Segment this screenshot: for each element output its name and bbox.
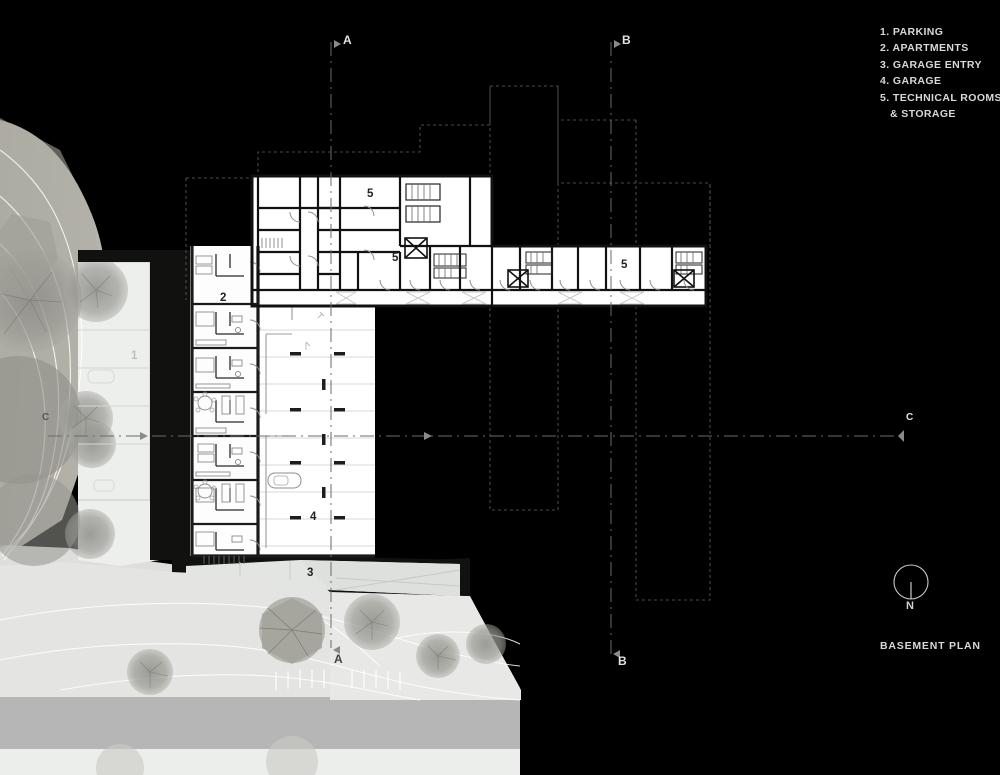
legend-continuation: & STORAGE [890, 108, 956, 121]
room-label-garage: 4 [310, 511, 317, 523]
legend-label-2: APARTMENTS [892, 42, 969, 55]
legend-num-4: 4. [880, 75, 890, 88]
legend-label-3: GARAGE ENTRY [892, 58, 982, 71]
plan-floor-fill [190, 176, 706, 556]
legend-num-5: 5. [880, 91, 890, 104]
legend: 1. PARKING 2. APARTMENTS 3. GARAGE ENTRY… [880, 24, 1000, 122]
technical-block-north [250, 174, 708, 308]
apt-unit-walls [192, 302, 258, 526]
louver-grills [261, 238, 283, 248]
section-letter-b-bottom: B [618, 654, 627, 668]
north-label: N [906, 600, 914, 612]
room-label-technical-3: 5 [621, 259, 628, 271]
terrain-shapes [0, 118, 521, 775]
legend-item-garage-entry: 3. GARAGE ENTRY [880, 57, 1000, 73]
apartment-wing [190, 246, 375, 558]
legend-label-1: PARKING [892, 26, 944, 38]
legend-label-4: GARAGE [892, 75, 942, 88]
legend-num-1: 1. [880, 26, 890, 38]
section-letter-c-left: C [42, 412, 50, 423]
garage-area [258, 306, 375, 556]
garage-entry-ramp [186, 556, 461, 596]
embankment-hatch [275, 670, 401, 690]
section-letter-c-right: C [906, 412, 914, 423]
apt-furniture [193, 255, 245, 547]
stair-runs [405, 183, 703, 279]
parked-car-symbol [267, 472, 302, 489]
north-compass [893, 564, 929, 600]
section-arrowheads [140, 40, 904, 658]
section-letter-a-top: A [343, 33, 352, 47]
room-label-technical-2: 5 [392, 252, 399, 264]
room-label-parking: 1 [131, 350, 138, 362]
overhead-door-symbols [335, 291, 645, 305]
apt-door-swings [249, 261, 261, 551]
room-label-garage-entry: 3 [307, 567, 314, 579]
legend-item-technical-rooms: 5. TECHNICAL ROOMS [880, 90, 1000, 106]
apt-structural-walls [190, 246, 375, 558]
drawing-title: BASEMENT PLAN [880, 640, 981, 652]
section-letter-a-bottom: A [334, 652, 343, 666]
room-label-technical-1: 5 [367, 188, 374, 200]
legend-label-5: TECHNICAL ROOMS [892, 91, 1000, 104]
tech-inner-walls [252, 176, 706, 306]
legend-item-parking: 1. PARKING [880, 24, 1000, 40]
legend-num-2: 2. [880, 42, 890, 55]
tree-canopies [0, 214, 506, 775]
tech-outer-walls [250, 174, 708, 308]
section-letter-b-top: B [622, 33, 631, 47]
legend-item-garage: 4. GARAGE [880, 73, 1000, 89]
legend-num-3: 3. [880, 58, 890, 71]
elevator-shafts [404, 237, 695, 288]
room-label-apartments: 2 [220, 292, 227, 304]
legend-item-apartments: 2. APARTMENTS [880, 40, 1000, 56]
tech-door-swings [289, 205, 695, 291]
